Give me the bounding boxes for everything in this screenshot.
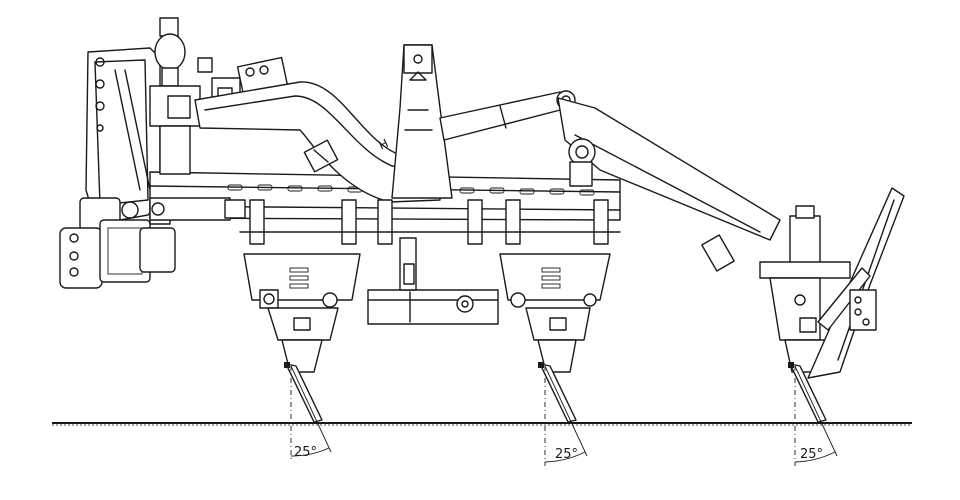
central-tower: H — [376, 44, 453, 199]
angle-dimension-2: 25° — [544, 365, 588, 466]
angle-label-3: 25° — [800, 447, 823, 462]
angle-dimension-3: 25° — [794, 365, 838, 466]
three-point-hitch — [59, 47, 176, 289]
tine-assembly-1 — [243, 253, 361, 373]
tine-connector-bar — [367, 237, 499, 325]
clamp-brackets — [239, 199, 621, 245]
hydraulic-cylinder — [439, 90, 576, 141]
rear-arm — [557, 97, 781, 272]
rear-leveling-blade — [807, 187, 905, 379]
angle-dimension-1: 25° — [290, 365, 332, 462]
angle-label-2: 25° — [555, 447, 578, 462]
tine-assembly-2 — [499, 253, 611, 373]
angle-label-1: 25° — [294, 445, 317, 460]
ground-line — [52, 422, 912, 426]
